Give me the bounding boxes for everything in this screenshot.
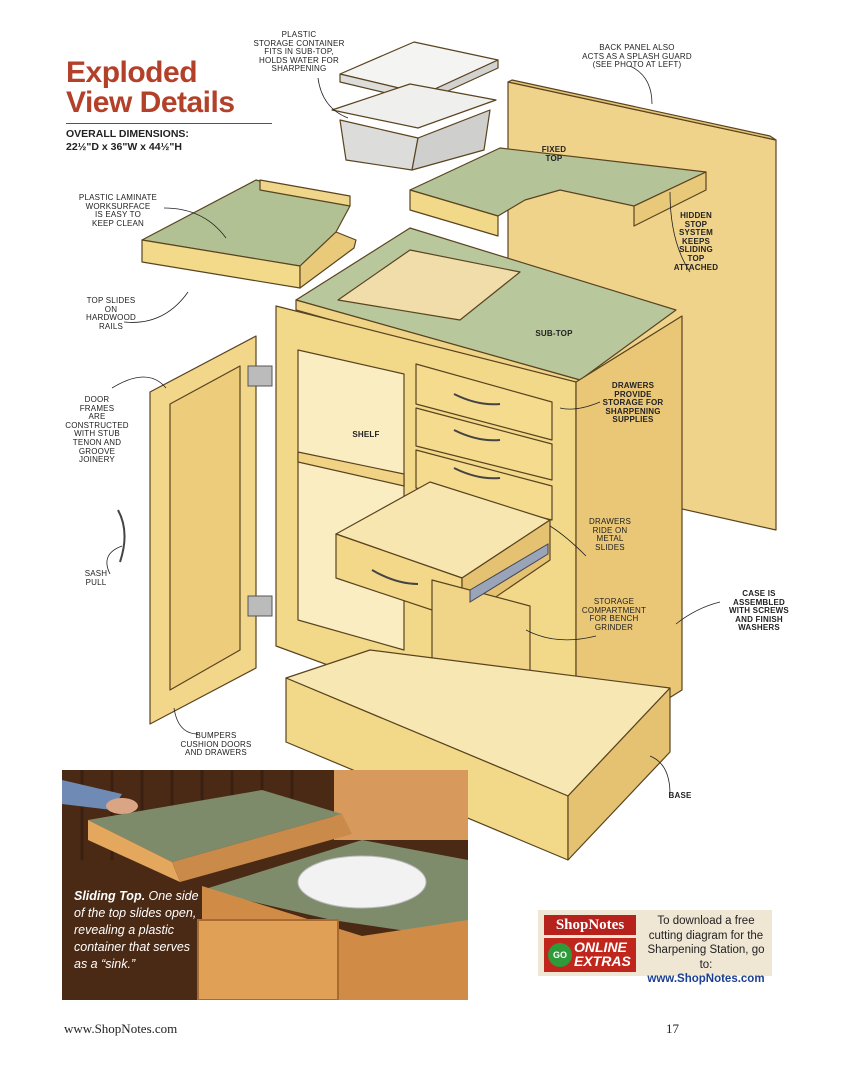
- callout-drawers-slides: DRAWERS RIDE ON METAL SLIDES: [589, 517, 631, 552]
- callout-base: BASE: [668, 791, 692, 800]
- container-tub: [331, 83, 497, 129]
- caption-body: One side of the top slides open, reveali…: [74, 889, 199, 971]
- drawer-pull-2: [453, 429, 501, 442]
- sliding-top-photo: Sliding Top. One side of the top slides …: [62, 770, 468, 1000]
- hinge-top: [247, 365, 273, 387]
- go-icon: GO: [548, 943, 572, 967]
- callout-bumpers: BUMPERS CUSHION DOORS AND DRAWERS: [180, 731, 252, 758]
- title-line-1: Exploded: [66, 56, 198, 89]
- fixed-top: [409, 147, 707, 217]
- shopnotes-url-link[interactable]: www.ShopNotes.com: [647, 973, 765, 985]
- page-number: 17: [666, 1021, 679, 1036]
- case-side: [575, 315, 683, 757]
- sash-pull-handle: [117, 509, 126, 563]
- callout-shelf: SHELF: [352, 430, 380, 439]
- callout-hidden-stop: HIDDEN STOP SYSTEM KEEPS SLIDING TOP ATT…: [673, 211, 719, 272]
- online-extras-text: To download a free cutting diagram for t…: [642, 914, 770, 987]
- callout-sub-top: SUB-TOP: [535, 329, 573, 338]
- title-line-2: View Details: [66, 86, 235, 119]
- metal-slide: [469, 543, 549, 603]
- hinge-bottom: [247, 595, 273, 617]
- drawer-3: [415, 449, 553, 521]
- shopnotes-logo: ShopNotes: [544, 915, 636, 935]
- photo-image: [62, 770, 468, 1000]
- callout-top-slides: TOP SLIDES ON HARDWOOD RAILS: [85, 296, 137, 331]
- callout-door-frames: DOOR FRAMES ARE CONSTRUCTED WITH STUB TE…: [65, 395, 129, 465]
- extras-label: EXTRAS: [574, 953, 631, 969]
- online-extras-box[interactable]: ShopNotes GO ONLINE EXTRAS To download a…: [538, 910, 772, 985]
- drawer-2: [415, 407, 553, 481]
- download-instruction: To download a free cutting diagram for t…: [647, 915, 765, 971]
- dimensions-heading: OVERALL DIMENSIONS:: [66, 128, 189, 140]
- caption-lead: Sliding Top.: [74, 889, 146, 903]
- title-rule: [66, 123, 272, 124]
- callout-laminate: PLASTIC LAMINATE WORKSURFACE IS EASY TO …: [78, 193, 158, 228]
- drawer-pull-open: [371, 569, 419, 585]
- callout-storage-compartment: STORAGE COMPARTMENT FOR BENCH GRINDER: [581, 597, 647, 632]
- callout-back-panel: BACK PANEL ALSO ACTS AS A SPLASH GUARD (…: [582, 43, 692, 70]
- dimensions-value: 22½"D x 36"W x 44½"H: [66, 141, 182, 153]
- shelf: [297, 451, 405, 487]
- drawer-pull-3: [453, 467, 501, 480]
- callout-sash-pull: SASH PULL: [84, 569, 108, 587]
- callout-storage-container: PLASTIC STORAGE CONTAINER FITS IN SUB-TO…: [253, 30, 345, 74]
- drawer-pull-1: [453, 393, 501, 406]
- footer-website: www.ShopNotes.com: [64, 1021, 178, 1036]
- online-extras-badge: GO ONLINE EXTRAS: [544, 938, 636, 972]
- drawer-1: [415, 363, 553, 441]
- callout-case-assembled: CASE IS ASSEMBLED WITH SCREWS AND FINISH…: [729, 589, 789, 633]
- article-title: Exploded View Details: [66, 58, 235, 118]
- photo-caption: Sliding Top. One side of the top slides …: [74, 888, 199, 973]
- online-label: ONLINE: [574, 939, 627, 955]
- callout-drawers-storage: DRAWERS PROVIDE STORAGE FOR SHARPENING S…: [602, 381, 664, 425]
- callout-fixed-top: FIXED TOP: [541, 145, 567, 163]
